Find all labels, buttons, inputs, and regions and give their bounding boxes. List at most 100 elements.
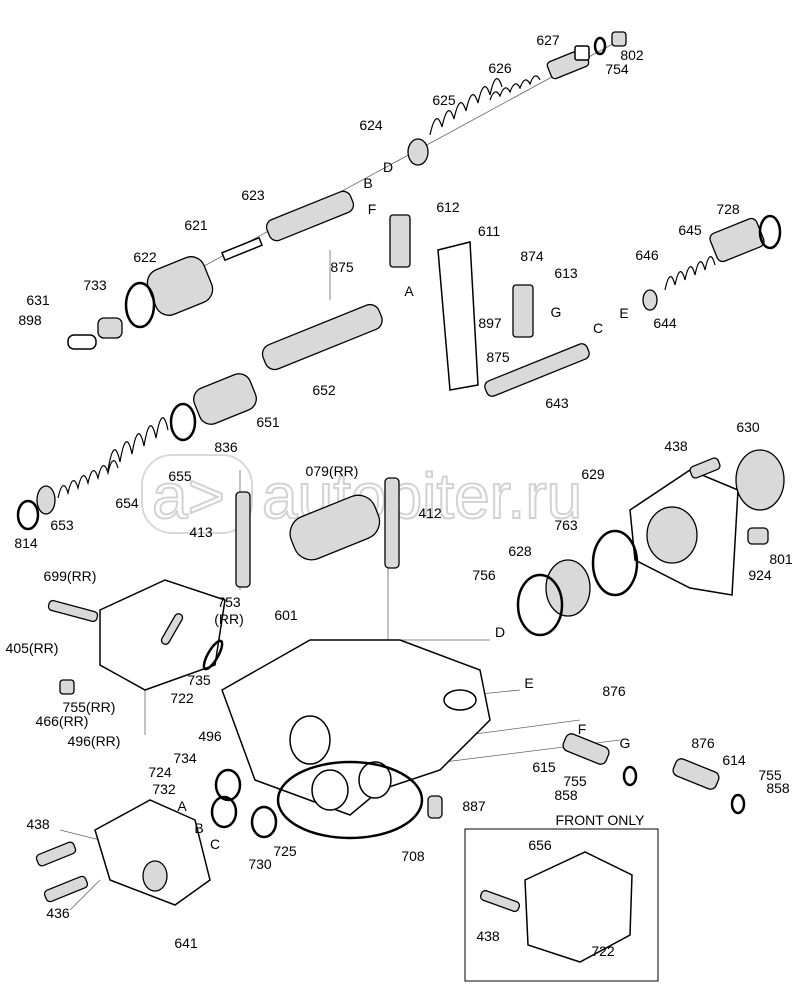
part-708-oring <box>276 760 424 840</box>
part-079-solenoid <box>289 494 381 561</box>
part-label: 858 <box>766 780 790 796</box>
part-728-oring <box>758 214 782 250</box>
part-label: 725 <box>273 843 297 859</box>
part-label: 875 <box>486 349 510 365</box>
part-label: 924 <box>748 567 772 583</box>
part-label: 655 <box>168 468 192 484</box>
part-label: 887 <box>462 798 486 814</box>
part-887-pin <box>427 795 443 819</box>
part-label: 728 <box>716 201 740 217</box>
inset-title: FRONT ONLY <box>556 812 646 828</box>
part-641-cover <box>94 799 211 906</box>
part-label: 438 <box>476 928 500 944</box>
part-label: A <box>177 798 187 814</box>
part-label: 814 <box>14 535 38 551</box>
part-615-piston <box>562 733 610 765</box>
part-label: D <box>383 159 393 175</box>
part-label: 627 <box>536 32 560 48</box>
part-label: E <box>524 675 533 691</box>
part-655-spring <box>107 417 169 471</box>
part-label: 734 <box>173 750 197 766</box>
part-label: 876 <box>691 735 715 751</box>
front-only-inset <box>464 828 659 982</box>
part-label: 438 <box>664 438 688 454</box>
part-label: 641 <box>174 935 198 951</box>
part-label: 645 <box>678 222 702 238</box>
part-label: 612 <box>436 199 460 215</box>
part-412-bolt <box>384 477 400 569</box>
part-label: 699(RR) <box>44 568 97 584</box>
part-631-spacer <box>97 317 123 339</box>
part-label: C <box>593 320 603 336</box>
part-label: 802 <box>620 47 644 63</box>
svg-text:a>: a> <box>152 460 225 532</box>
part-label: 756 <box>472 567 496 583</box>
part-label: 646 <box>635 247 659 263</box>
part-629-cover <box>629 469 739 596</box>
part-612-plate <box>389 214 411 268</box>
part-label: 735 <box>187 672 211 688</box>
part-734-oring <box>214 768 242 802</box>
part-label: 858 <box>554 787 578 803</box>
part-621-pin <box>220 236 264 262</box>
part-label: 466(RR) <box>36 713 89 729</box>
part-438-bolt-left <box>35 841 77 867</box>
part-label: B <box>363 175 372 191</box>
part-626-spring <box>489 75 541 101</box>
part-645-plug <box>709 217 765 263</box>
part-label: 614 <box>722 752 746 768</box>
part-label: 436 <box>46 905 70 921</box>
part-label: 755(RR) <box>63 699 116 715</box>
part-label: 496(RR) <box>68 733 121 749</box>
part-label: 722 <box>591 943 615 959</box>
part-label: D <box>495 624 505 640</box>
part-label: 613 <box>554 265 578 281</box>
part-624-seat <box>407 138 429 166</box>
part-466-plug <box>59 679 75 695</box>
part-label: 644 <box>653 315 677 331</box>
part-label: 079(RR) <box>306 463 359 479</box>
part-label: 629 <box>581 466 605 482</box>
part-611-lever <box>437 241 479 391</box>
part-label: 874 <box>520 248 544 264</box>
part-label: 733 <box>83 277 107 293</box>
part-898-pin <box>67 334 97 350</box>
part-924-screw <box>747 527 769 545</box>
part-label: 875 <box>330 259 354 275</box>
part-438-bolt <box>689 457 721 479</box>
part-405-bolt <box>47 599 99 623</box>
part-413-bolt <box>235 491 251 588</box>
part-label: 656 <box>528 837 552 853</box>
part-label: F <box>368 201 377 217</box>
part-label: 496 <box>198 728 222 744</box>
part-label: 631 <box>26 292 50 308</box>
part-label: 628 <box>508 543 532 559</box>
part-label: B <box>194 820 203 836</box>
part-label: 405(RR) <box>6 640 59 656</box>
part-643-shaft <box>484 343 590 397</box>
part-label: 625 <box>432 92 456 108</box>
part-label: (RR) <box>214 611 244 627</box>
part-836-ring <box>169 402 197 442</box>
part-label: 654 <box>115 495 139 511</box>
part-label: 724 <box>148 764 172 780</box>
part-label: E <box>619 305 628 321</box>
part-601-valve-body <box>221 639 491 816</box>
part-label: 412 <box>418 505 442 521</box>
part-699-block <box>99 579 226 691</box>
part-754-oring <box>593 36 607 56</box>
part-858-ring <box>622 765 638 787</box>
part-436-bolt <box>43 875 89 903</box>
part-label: 653 <box>50 517 74 533</box>
part-653-seat <box>36 485 56 515</box>
part-814-ring <box>16 499 40 531</box>
part-label: 876 <box>602 683 626 699</box>
part-label: 732 <box>152 781 176 797</box>
part-label: 630 <box>736 419 760 435</box>
part-label: 413 <box>189 524 213 540</box>
part-732-oring <box>210 795 238 829</box>
part-label: 763 <box>554 517 578 533</box>
part-644-seat <box>642 289 658 311</box>
part-label: G <box>620 735 631 751</box>
part-651-cap <box>193 373 257 425</box>
